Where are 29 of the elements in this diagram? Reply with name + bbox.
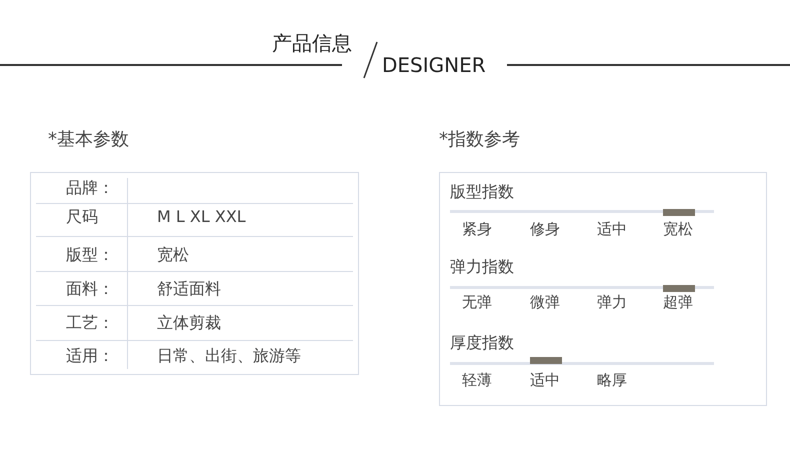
scale-option: 轻薄 — [462, 373, 492, 388]
section-heading: *指数参考 — [439, 131, 520, 149]
field-value: 舒适面料 — [157, 281, 221, 297]
subtitle: DESIGNER — [382, 55, 486, 75]
scale-option: 适中 — [530, 373, 560, 388]
scale-title: 弹力指数 — [450, 259, 514, 275]
field-name: 品牌： — [66, 180, 114, 196]
scale-option: 弹力 — [597, 295, 627, 310]
field-value: 立体剪裁 — [157, 315, 221, 331]
field-name: 面料： — [66, 281, 114, 297]
field-name: 工艺： — [66, 315, 114, 331]
field-value: M L XL XXL — [157, 209, 246, 225]
scale-option: 微弹 — [530, 295, 560, 310]
field-name: 尺码 — [66, 209, 98, 225]
scale-option: 略厚 — [597, 373, 627, 388]
scale-title: 版型指数 — [450, 184, 514, 200]
field-name: 版型： — [66, 247, 114, 263]
scale-option: 无弹 — [462, 295, 492, 310]
page-title: 产品信息 — [272, 33, 352, 53]
scale-option: 紧身 — [462, 222, 492, 237]
scale-option: 修身 — [530, 222, 560, 237]
scale-option: 适中 — [597, 222, 627, 237]
scale-title: 厚度指数 — [450, 335, 514, 351]
scale-option: 宽松 — [663, 222, 693, 237]
field-value: 日常、出街、旅游等 — [157, 348, 301, 364]
section-heading: *基本参数 — [48, 131, 129, 149]
field-name: 适用： — [66, 348, 114, 364]
field-value: 宽松 — [157, 247, 189, 263]
scale-option: 超弹 — [663, 295, 693, 310]
